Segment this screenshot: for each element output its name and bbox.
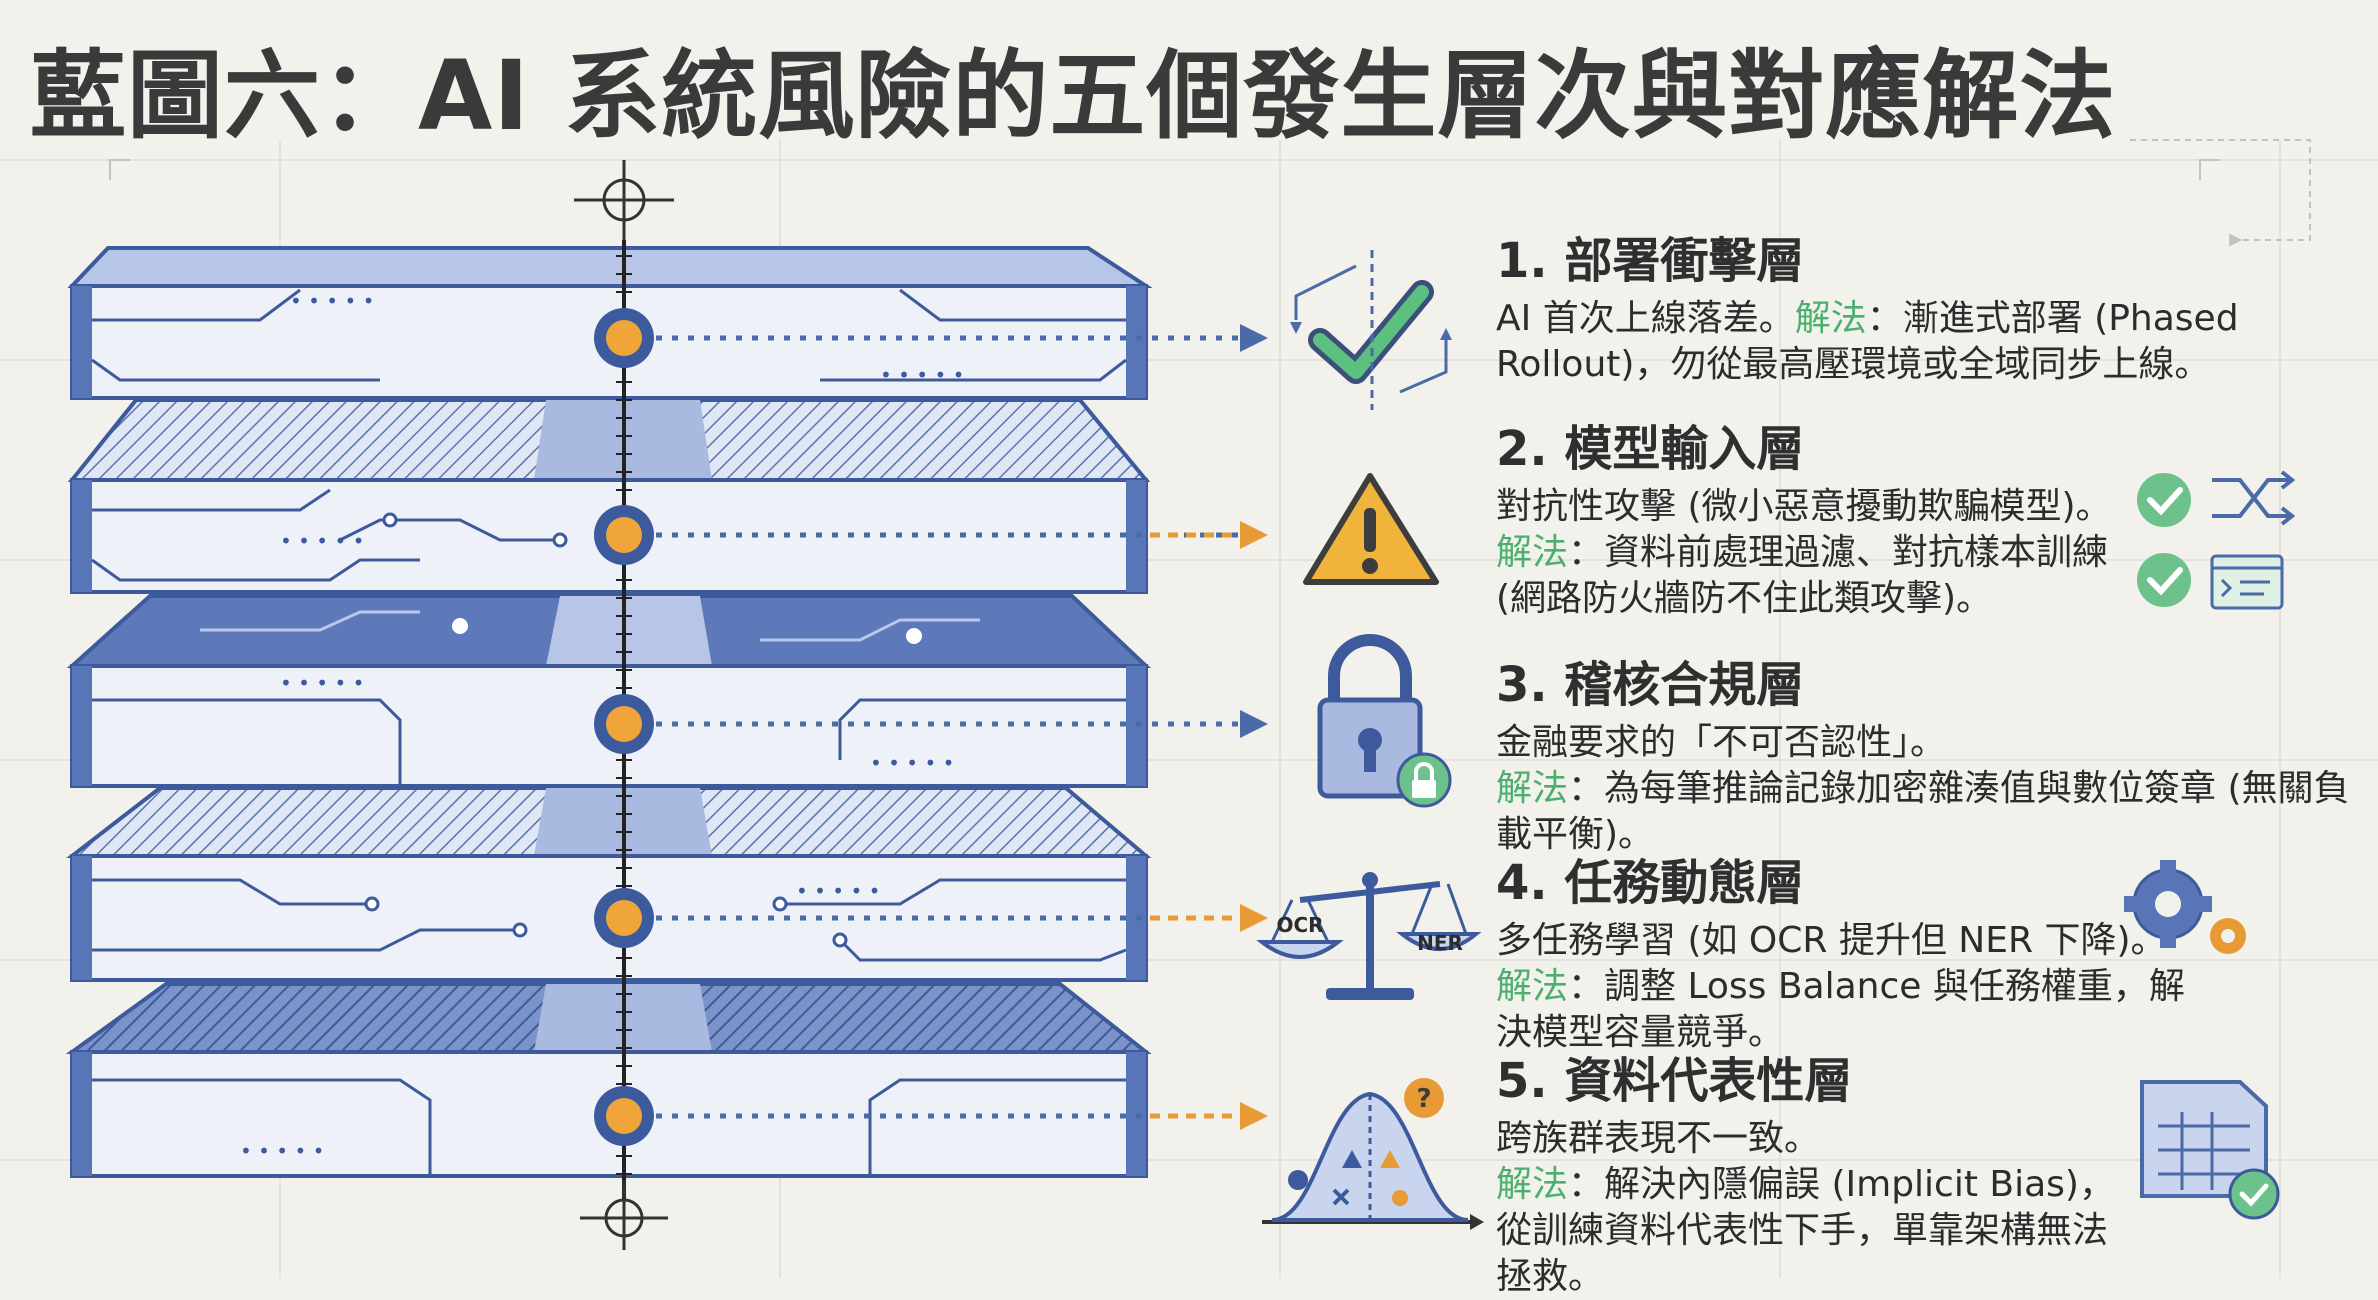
layer-4-solution: ：調整 Loss Balance 與任務權重，解決模型容量競爭。 [1496, 966, 2185, 1053]
phased-rollout-check-icon [1290, 250, 1452, 410]
layer-4-arrow [656, 904, 1268, 932]
page-title: 藍圖六：AI 系統風險的五個發生層次與對應解法 [30, 40, 2117, 152]
svg-text:• • • • •: • • • • • [280, 529, 364, 553]
layer-5-slab: • • • • • [65, 982, 1152, 1178]
check-circle-icon [2137, 473, 2191, 527]
check-circle-icon [2137, 553, 2191, 607]
layer-4-solution-label: 解法 [1496, 966, 1569, 1007]
layer-3-block: 3. 稽核合規層 金融要求的「不可否認性」。解法：為每筆推論記錄加密雜湊值與數位… [1496, 656, 2376, 858]
layer-5-heading: 5. 資料代表性層 [1496, 1053, 1853, 1109]
top-crosshair-icon [574, 160, 674, 240]
layer-1-slab: • • • • • • • • • • [67, 246, 1153, 400]
layer-1-solution: ：漸進式部署 (Phased Rollout)，勿從最高壓環境或全域同步上線。 [1496, 298, 2239, 385]
svg-text:• • • • •: • • • • • [290, 289, 374, 313]
layer-2-description: 對抗性攻擊 (微小惡意擾動欺騙模型)。解法：資料前處理過濾、對抗樣本訓練 (網路… [1496, 484, 2136, 622]
layer-2-slab: • • • • • [67, 398, 1151, 594]
layer-2-arrow [656, 521, 1268, 549]
layer-3-slab: • • • • • • • • • • [66, 594, 1152, 788]
layer-2-solution: ：資料前處理過濾、對抗樣本訓練 (網路防火牆防不住此類攻擊)。 [1496, 532, 2109, 619]
layer-3-description: 金融要求的「不可否認性」。解法：為每筆推論記錄加密雜湊值與數位簽章 (無關負載平… [1496, 720, 2376, 858]
layer-5-node [594, 1086, 654, 1146]
layer-1-heading: 1. 部署衝擊層 [1496, 233, 1805, 289]
layer-3-arrow [656, 710, 1268, 738]
layer-4-heading: 4. 任務動態層 [1496, 855, 1805, 911]
layer-2-solution-label: 解法 [1496, 532, 1569, 573]
layer-3-node [594, 694, 654, 754]
svg-text:• • • • •: • • • • • [796, 879, 880, 903]
layer-2-problem: 對抗性攻擊 (微小惡意擾動欺騙模型)。 [1496, 486, 2112, 527]
layer-1-solution-label: 解法 [1794, 298, 1867, 339]
balance-scale-icon: OCR NER [1256, 872, 1482, 1000]
layer-2-node [594, 505, 654, 565]
svg-text:• • • • •: • • • • • [880, 363, 964, 387]
scale-right-label: NER [1417, 931, 1463, 955]
svg-text:• • • • •: • • • • • [870, 751, 954, 775]
layer-1-block: 1. 部署衝擊層 AI 首次上線落差。解法：漸進式部署 (Phased Roll… [1496, 232, 2376, 388]
code-window-icon [2210, 554, 2284, 610]
layer-3-solution: ：為每筆推論記錄加密雜湊值與數位簽章 (無關負載平衡)。 [1496, 768, 2350, 855]
layer-5-description: 跨族群表現不一致。解法：解決內隱偏誤 (Implicit Bias)，從訓練資料… [1496, 1116, 2136, 1300]
svg-text:• • • • •: • • • • • [240, 1139, 324, 1163]
distribution-curve-icon: ? [1262, 1078, 1484, 1230]
warning-triangle-icon [1303, 473, 1439, 585]
layer-1-problem: AI 首次上線落差。 [1496, 298, 1795, 339]
layer-3-problem: 金融要求的「不可否認性」。 [1496, 722, 1947, 763]
data-table-icon [2140, 1080, 2280, 1220]
layer-4-node [594, 888, 654, 948]
layer-1-node [594, 308, 654, 368]
layer-4-slab: • • • • • [66, 786, 1152, 982]
layer-4-block: 4. 任務動態層 多任務學習 (如 OCR 提升但 NER 下降)。解法：調整 … [1496, 854, 2196, 1056]
layer-3-heading: 3. 稽核合規層 [1496, 657, 1805, 713]
layer-3-solution-label: 解法 [1496, 768, 1569, 809]
layer-1-arrow [656, 324, 1268, 352]
bottom-crosshair-icon [580, 1180, 668, 1250]
layer-5-solution-label: 解法 [1496, 1164, 1569, 1205]
layer-4-description: 多任務學習 (如 OCR 提升但 NER 下降)。解法：調整 Loss Bala… [1496, 918, 2196, 1056]
scale-left-label: OCR [1276, 913, 1323, 937]
layer-5-problem: 跨族群表現不一致。 [1496, 1118, 1821, 1159]
layer-4-problem: 多任務學習 (如 OCR 提升但 NER 下降)。 [1496, 920, 2167, 961]
layer-1-description: AI 首次上線落差。解法：漸進式部署 (Phased Rollout)，勿從最高… [1496, 296, 2376, 388]
layer-5-solution: ：解決內隱偏誤 (Implicit Bias)，從訓練資料代表性下手，單靠架構無… [1496, 1164, 2115, 1297]
layer-5-block: 5. 資料代表性層 跨族群表現不一致。解法：解決內隱偏誤 (Implicit B… [1496, 1052, 2136, 1300]
layer-5-arrow [656, 1102, 1268, 1130]
layer-2-block: 2. 模型輸入層 對抗性攻擊 (微小惡意擾動欺騙模型)。解法：資料前處理過濾、對… [1496, 420, 2136, 622]
layer-2-heading: 2. 模型輸入層 [1496, 421, 1805, 477]
padlock-icon [1317, 634, 1452, 808]
gear-icon [2124, 860, 2246, 954]
shuffle-icon [2212, 470, 2296, 526]
svg-text:• • • • •: • • • • • [280, 671, 364, 695]
svg-text:?: ? [1416, 1084, 1431, 1114]
